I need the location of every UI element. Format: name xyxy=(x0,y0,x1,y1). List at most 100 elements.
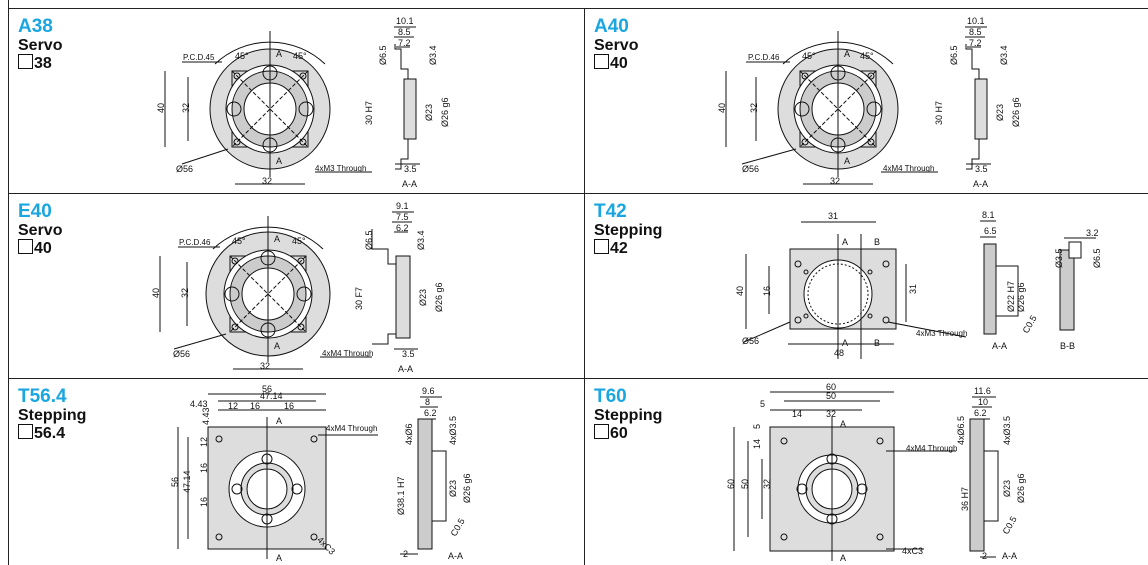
side-dim-4: Ø6.5 xyxy=(949,45,959,65)
bb-dim-2: Ø3.5 xyxy=(1054,248,1064,268)
angle-label-2: 45° xyxy=(292,236,306,246)
side-dim-9: 3.5 xyxy=(404,164,417,174)
side-dim-8: Ø26 g6 xyxy=(1016,473,1026,503)
section-mark-top: A xyxy=(274,234,280,244)
top-dim-3: 4.43 xyxy=(190,399,208,409)
model-code: A38 xyxy=(18,16,53,37)
drawing-grid xyxy=(8,0,1148,565)
flange-size-value: 60 xyxy=(610,425,628,442)
flange-size-value: 56.4 xyxy=(34,425,66,442)
side-dim-6: 30 H7 xyxy=(364,101,374,125)
top-dim-5: 32 xyxy=(826,409,836,419)
flange-size-value: 38 xyxy=(34,55,52,72)
side-dim-6: Ø38.1 H7 xyxy=(396,476,406,515)
outer-dim-2: 50 xyxy=(740,479,750,489)
flange-size: 60 xyxy=(594,424,628,442)
side-dim-8: Ø26 g6 xyxy=(462,473,472,503)
dia-label: Ø56 xyxy=(742,336,759,346)
chamfer-label: 4xC3 xyxy=(902,546,923,556)
square-icon xyxy=(594,54,609,69)
left-dim-4: 16 xyxy=(199,497,209,507)
dia-label: Ø56 xyxy=(742,164,759,174)
side-dim-1: 9.1 xyxy=(396,201,409,211)
side-dim-3: 6.2 xyxy=(974,408,987,418)
dim-top: 31 xyxy=(828,211,838,221)
cell-t56-4: T56.4 Stepping 56.4 56 47.14 4.43 12 16 xyxy=(0,379,584,565)
square-icon xyxy=(18,54,33,69)
side-dim-2: 8 xyxy=(425,397,430,407)
side-dim-7: Ø23 xyxy=(448,480,458,497)
hole-label: 4xM4 Through xyxy=(883,164,934,173)
bb-dim-3: Ø6.5 xyxy=(1092,248,1102,268)
side-dim-8: Ø26 g6 xyxy=(440,97,450,127)
left-dim-2: 12 xyxy=(199,437,209,447)
hole-label: 4xM3 Through xyxy=(916,329,967,338)
flange-size: 38 xyxy=(18,54,52,72)
outer-dim-1: 56 xyxy=(170,477,180,487)
dim-bottom: 32 xyxy=(262,176,272,186)
side-dim-6: 30 F7 xyxy=(354,287,364,310)
side-dim-5: 4xØ3.5 xyxy=(448,416,458,445)
dim-bottom: 32 xyxy=(830,176,840,186)
left-dim-1: 4.43 xyxy=(201,407,211,425)
side-dim-5: 4xØ3.5 xyxy=(1002,416,1012,445)
side-dim-3: 6.2 xyxy=(424,408,437,418)
dim-bottom: 48 xyxy=(834,348,844,358)
square-icon xyxy=(18,424,33,439)
top-dim-6: 16 xyxy=(284,401,294,411)
side-dim-8: Ø26 g6 xyxy=(434,282,444,312)
angle-label-1: 45° xyxy=(802,51,816,61)
model-code: T42 xyxy=(594,201,627,222)
motor-type: Stepping xyxy=(594,222,663,239)
pcd-label: P.C.D.46 xyxy=(748,53,780,62)
side-dim-2: 8.5 xyxy=(969,27,982,37)
section-label: A-A xyxy=(992,341,1007,351)
section-mark-bottom: A xyxy=(840,553,846,563)
top-dim-5: 16 xyxy=(250,401,260,411)
motor-type: Stepping xyxy=(18,407,87,424)
side-dim-9: 2 xyxy=(403,549,408,559)
side-dim-1: 9.6 xyxy=(422,386,435,396)
flange-size: 56.4 xyxy=(18,424,65,442)
pcd-label: P.C.D.45 xyxy=(183,53,215,62)
flange-size-value: 40 xyxy=(610,55,628,72)
top-dim-4: 14 xyxy=(792,409,802,419)
side-dim-1: 10.1 xyxy=(967,16,985,26)
section-label-2: B-B xyxy=(1060,341,1075,351)
side-dim-6: 30 H7 xyxy=(934,101,944,125)
angle-label-2: 45° xyxy=(293,51,307,61)
left-dim-3: 32 xyxy=(762,479,772,489)
section-label: A-A xyxy=(973,179,988,189)
side-dim-1: 8.1 xyxy=(982,210,995,220)
outer-dim-1: 60 xyxy=(726,479,736,489)
side-dim-4: 4xØ6.5 xyxy=(956,416,966,445)
model-code: E40 xyxy=(18,201,52,222)
outer-dim-2: 47.14 xyxy=(182,470,192,493)
section-mark-top: A xyxy=(844,49,850,59)
side-dim-1: 11.6 xyxy=(974,386,991,396)
cell-e40: E40 Servo 40 45° 45° xyxy=(0,194,584,378)
side-dim-1: 10.1 xyxy=(396,16,414,26)
side-dim-8: Ø26 g6 xyxy=(1016,282,1026,312)
motor-type: Servo xyxy=(18,222,63,239)
cell-t60: T60 Stepping 60 60 50 5 14 32 4xM xyxy=(576,379,1148,565)
flange-drawing: 45° 45° P.C.D.46 A A 40 32 32 Ø56 4xM4 T… xyxy=(717,16,1021,189)
dim-inner: 32 xyxy=(749,103,759,113)
section-mark-bottom: A xyxy=(276,156,282,166)
side-dim-9: 2 xyxy=(982,551,987,561)
section-label: A-A xyxy=(1002,551,1017,561)
left-dim-2: 14 xyxy=(752,439,762,449)
angle-label-1: 45° xyxy=(235,51,249,61)
square-icon xyxy=(594,424,609,439)
motor-type: Servo xyxy=(594,37,639,54)
square-icon xyxy=(594,239,609,254)
side-dim-6: 36 H7 xyxy=(960,487,970,511)
top-dim-4: 12 xyxy=(228,401,238,411)
side-dim-2: 10 xyxy=(978,397,988,407)
side-dim-4: Ø6.5 xyxy=(378,45,388,65)
section-mark-a-top: A xyxy=(842,237,848,247)
hole-label: 4xM4 Through xyxy=(906,444,957,453)
cell-a40: A40 Servo 40 45° 45° xyxy=(576,9,1148,193)
chamfer-side: C0.5 xyxy=(449,517,467,538)
side-dim-4: Ø6.5 xyxy=(364,230,374,250)
